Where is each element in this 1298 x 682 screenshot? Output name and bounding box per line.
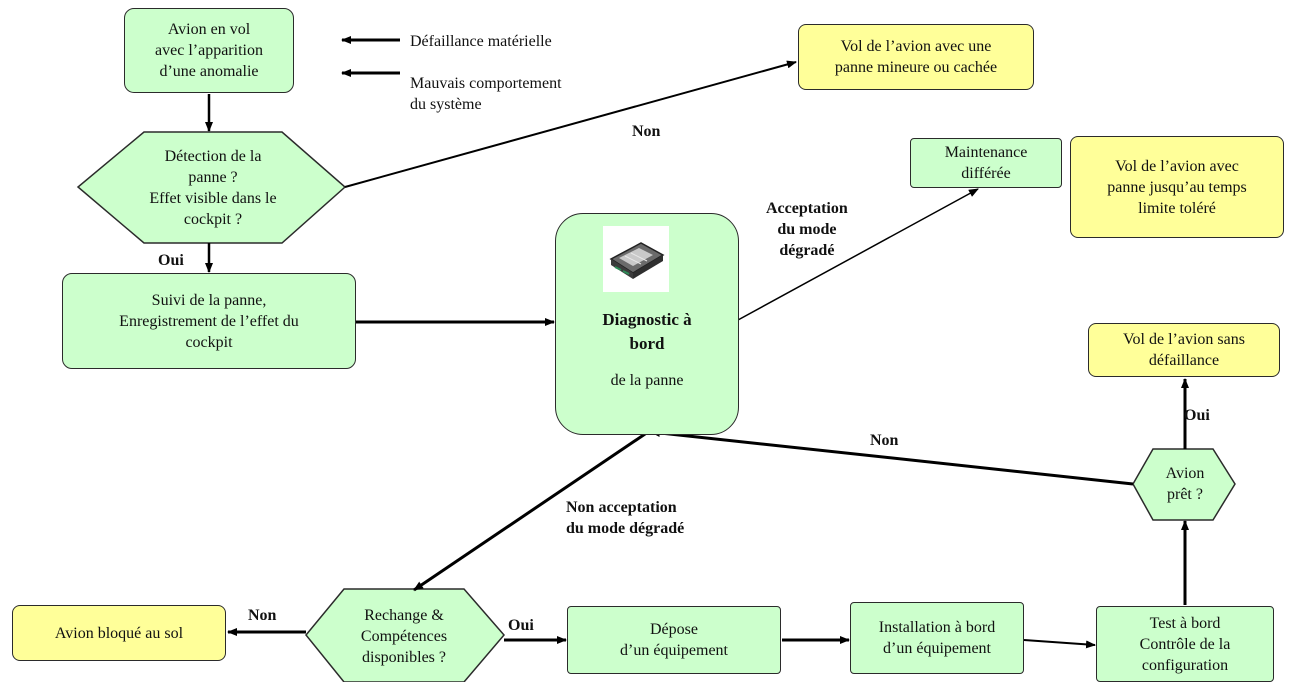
maintenance-line-1: Maintenance [944, 144, 1028, 161]
detection-decision-shape [76, 131, 347, 244]
no-failure-node: Vol de l’avion sans défaillance [1088, 323, 1280, 377]
maintenance-line-2: différée [961, 165, 1011, 182]
label-oui-detection: Oui [158, 252, 184, 269]
label-acceptation: Acceptation du mode dégradé [766, 198, 848, 261]
circuit-chip-icon [603, 226, 669, 292]
rechange-line-1: Rechange & [364, 606, 444, 624]
arrow-detection-minor [344, 60, 797, 188]
nofailure-line-1: Vol de l’avion sans [1123, 331, 1245, 348]
test-line-1: Test à bord [1149, 614, 1221, 632]
acceptation-line-2: du mode [777, 221, 837, 238]
label-non-ready: Non [870, 432, 899, 449]
cause2-line-2: du système [410, 96, 482, 113]
detection-line-4: cockpit ? [183, 211, 243, 228]
grounded-node: Avion bloqué au sol [12, 605, 226, 661]
start-node: Avion en vol avec l’apparition d’une ano… [124, 8, 294, 93]
nofailure-line-2: défaillance [1148, 352, 1220, 369]
ready-line-2: prêt ? [1167, 486, 1203, 503]
label-oui-ready: Oui [1184, 407, 1210, 424]
detection-line-2: panne ? [188, 169, 238, 186]
start-line-2: avec l’apparition [155, 42, 263, 59]
test-line-3: configuration [1141, 656, 1229, 674]
detection-line-1: Détection de la [164, 148, 262, 165]
start-line-3: d’une anomalie [159, 63, 259, 80]
suivi-node: Suivi de la panne, Enregistrement de l’e… [62, 273, 356, 369]
depose-node: Dépose d’un équipement [567, 606, 781, 674]
test-line-2: Contrôle de la [1139, 635, 1231, 653]
label-oui-rechange: Oui [508, 617, 534, 634]
start-line-1: Avion en vol [167, 21, 251, 38]
suivi-line-1: Suivi de la panne, [151, 291, 267, 309]
suivi-line-3: cockpit [185, 333, 233, 351]
suivi-line-2: Enregistrement de l’effet du [119, 312, 299, 330]
depose-line-1: Dépose [650, 621, 698, 638]
detection-node: Détection de la panne ? Effet visible da… [100, 136, 326, 240]
test-node: Test à bord Contrôle de la configuration [1096, 606, 1274, 682]
install-line-2: d’un équipement [883, 640, 991, 657]
tolerated-line-1: Vol de l’avion avec [1115, 157, 1239, 175]
nonaccept-line-2: du mode dégradé [566, 520, 685, 537]
install-node: Installation à bord d’un équipement [850, 602, 1024, 674]
grounded-text: Avion bloqué au sol [54, 624, 184, 642]
ready-line-1: Avion [1165, 465, 1205, 482]
rechange-line-2: Compétences [360, 627, 448, 645]
cause2-line-1: Mauvais comportement [410, 75, 562, 92]
arrow-diagnostic-maintenance [737, 188, 979, 321]
install-line-1: Installation à bord [878, 619, 996, 636]
arrow-install-test [1023, 639, 1096, 649]
depose-line-2: d’un équipement [620, 642, 728, 659]
cause-system-behavior: Mauvais comportement du système [410, 73, 562, 115]
detection-line-3: Effet visible dans le [149, 190, 277, 207]
minor-failure-node: Vol de l’avion avec une panne mineure ou… [798, 24, 1034, 90]
diagnostic-title-1: Diagnostic à [602, 310, 692, 329]
acceptation-line-3: dégradé [779, 242, 835, 259]
diagnostic-title-2: bord [629, 334, 665, 353]
tolerated-line-2: panne jusqu’au temps [1107, 178, 1247, 196]
label-non-acceptation: Non acceptation du mode dégradé [566, 497, 684, 539]
ready-node: Avion prêt ? [1138, 452, 1232, 516]
minor-line-2: panne mineure ou cachée [834, 59, 998, 76]
arrow-diagnostic-rechange [413, 430, 649, 592]
rechange-line-3: disponibles ? [362, 648, 446, 666]
maintenance-node: Maintenance différée [910, 138, 1062, 188]
tolerated-failure-node: Vol de l’avion avec panne jusqu’au temps… [1070, 136, 1284, 238]
cause-hardware-failure: Défaillance matérielle [410, 33, 552, 50]
minor-line-1: Vol de l’avion avec une [840, 38, 992, 55]
rechange-decision-shape [305, 588, 505, 682]
rechange-node: Rechange & Compétences disponibles ? [322, 593, 486, 679]
diagnostic-subtitle: de la panne [610, 372, 684, 389]
acceptation-line-1: Acceptation [766, 200, 848, 217]
tolerated-line-3: limite toléré [1138, 199, 1216, 217]
nonaccept-line-1: Non acceptation [566, 499, 677, 516]
arrow-ready-diagnostic [650, 428, 1134, 486]
label-non-detection: Non [632, 123, 661, 140]
label-non-rechange: Non [248, 607, 277, 624]
